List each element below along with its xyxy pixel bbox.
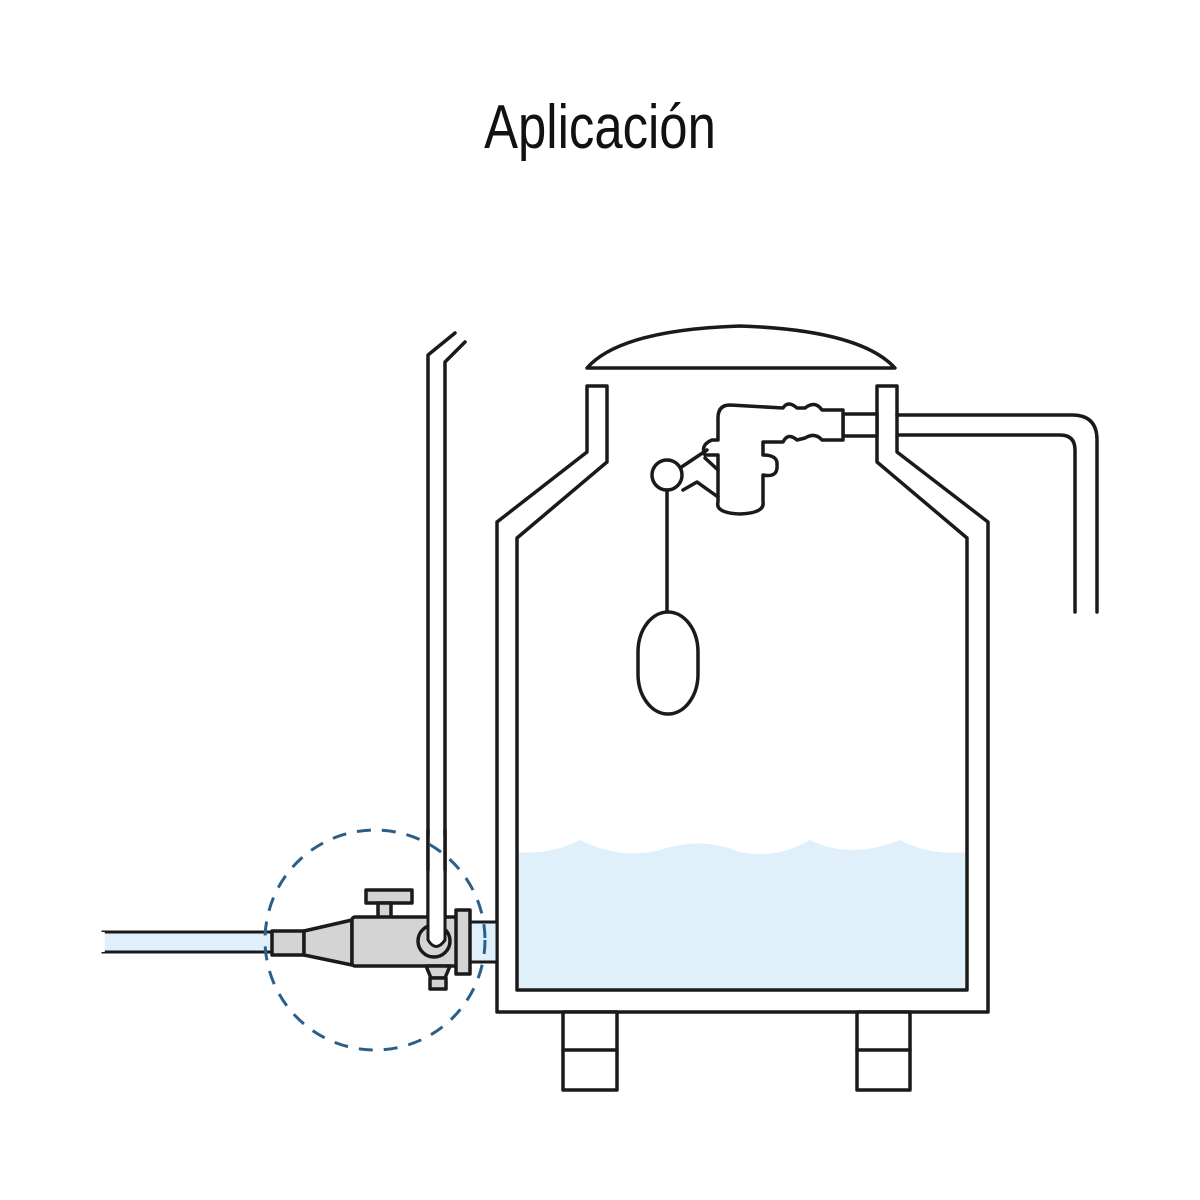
tank-legs — [561, 1010, 912, 1092]
water — [517, 840, 967, 990]
vent-pipe — [426, 331, 467, 927]
float-valve — [636, 402, 879, 716]
highlight-circle — [263, 828, 487, 1052]
tank-lid — [585, 324, 897, 370]
water-tank — [495, 384, 990, 1014]
outlet-pipe — [466, 920, 499, 964]
outlet-valve — [270, 828, 472, 991]
inlet-pipe — [895, 413, 1099, 614]
supply-pipe — [101, 930, 275, 954]
title: Aplicación — [484, 93, 716, 162]
